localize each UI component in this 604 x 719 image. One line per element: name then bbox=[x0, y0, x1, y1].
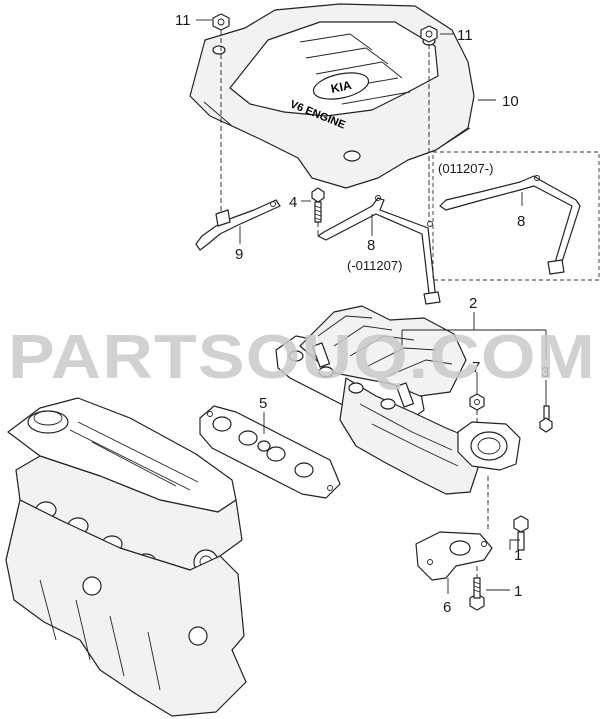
throttle-bore bbox=[470, 431, 508, 461]
engine-cover: KIA V6 ENGINE bbox=[189, 3, 475, 189]
callout-8-late: 8 bbox=[517, 213, 525, 230]
gasket-5 bbox=[199, 405, 341, 499]
callout-11-right: 11 bbox=[457, 27, 473, 44]
stud-3 bbox=[539, 405, 553, 433]
callout-8-early: 8 bbox=[367, 237, 375, 254]
kia-logo-oval bbox=[312, 72, 370, 100]
bracket-9 bbox=[195, 199, 281, 251]
bracket-8-early bbox=[317, 195, 441, 305]
callout-10: 10 bbox=[502, 93, 519, 110]
callout-2: 2 bbox=[469, 295, 477, 312]
oil-filler-cap bbox=[27, 410, 69, 434]
align-line-bolt-1 bbox=[476, 476, 489, 578]
leader-lines bbox=[196, 19, 547, 594]
callout-8-early-date: (-011207) bbox=[347, 258, 402, 273]
cover-hole-front bbox=[343, 150, 361, 162]
intake-manifold bbox=[275, 305, 521, 495]
callout-7: 7 bbox=[472, 359, 480, 376]
watermark: PARTSOUQ.COM bbox=[8, 323, 596, 392]
callout-labels: 11 11 10 4 9 8 (-011207) (011207-) 8 2 7… bbox=[175, 12, 549, 616]
cover-hole-left bbox=[212, 45, 226, 55]
callout-11-left: 11 bbox=[175, 12, 191, 29]
callout-6: 6 bbox=[443, 599, 451, 616]
callout-3: 3 bbox=[541, 364, 549, 381]
callout-1-lower: 1 bbox=[514, 583, 522, 600]
bracket-8-late bbox=[439, 175, 581, 275]
callout-8-late-date: (011207-) bbox=[438, 161, 493, 176]
cover-nut-left bbox=[212, 13, 230, 31]
bracket-6 bbox=[415, 531, 493, 581]
callout-9: 9 bbox=[235, 246, 243, 263]
cover-nut-right bbox=[420, 25, 438, 43]
callout-5: 5 bbox=[259, 395, 267, 412]
bolt-1-lower bbox=[469, 577, 485, 611]
bolt-4 bbox=[311, 187, 325, 223]
nut-7 bbox=[469, 393, 485, 411]
callout-4: 4 bbox=[289, 194, 297, 211]
engine-block bbox=[5, 397, 247, 717]
cover-logo-text: KIA bbox=[330, 78, 353, 96]
bolt-1-upper bbox=[513, 515, 529, 551]
callout-1-upper: 1 bbox=[514, 547, 522, 564]
